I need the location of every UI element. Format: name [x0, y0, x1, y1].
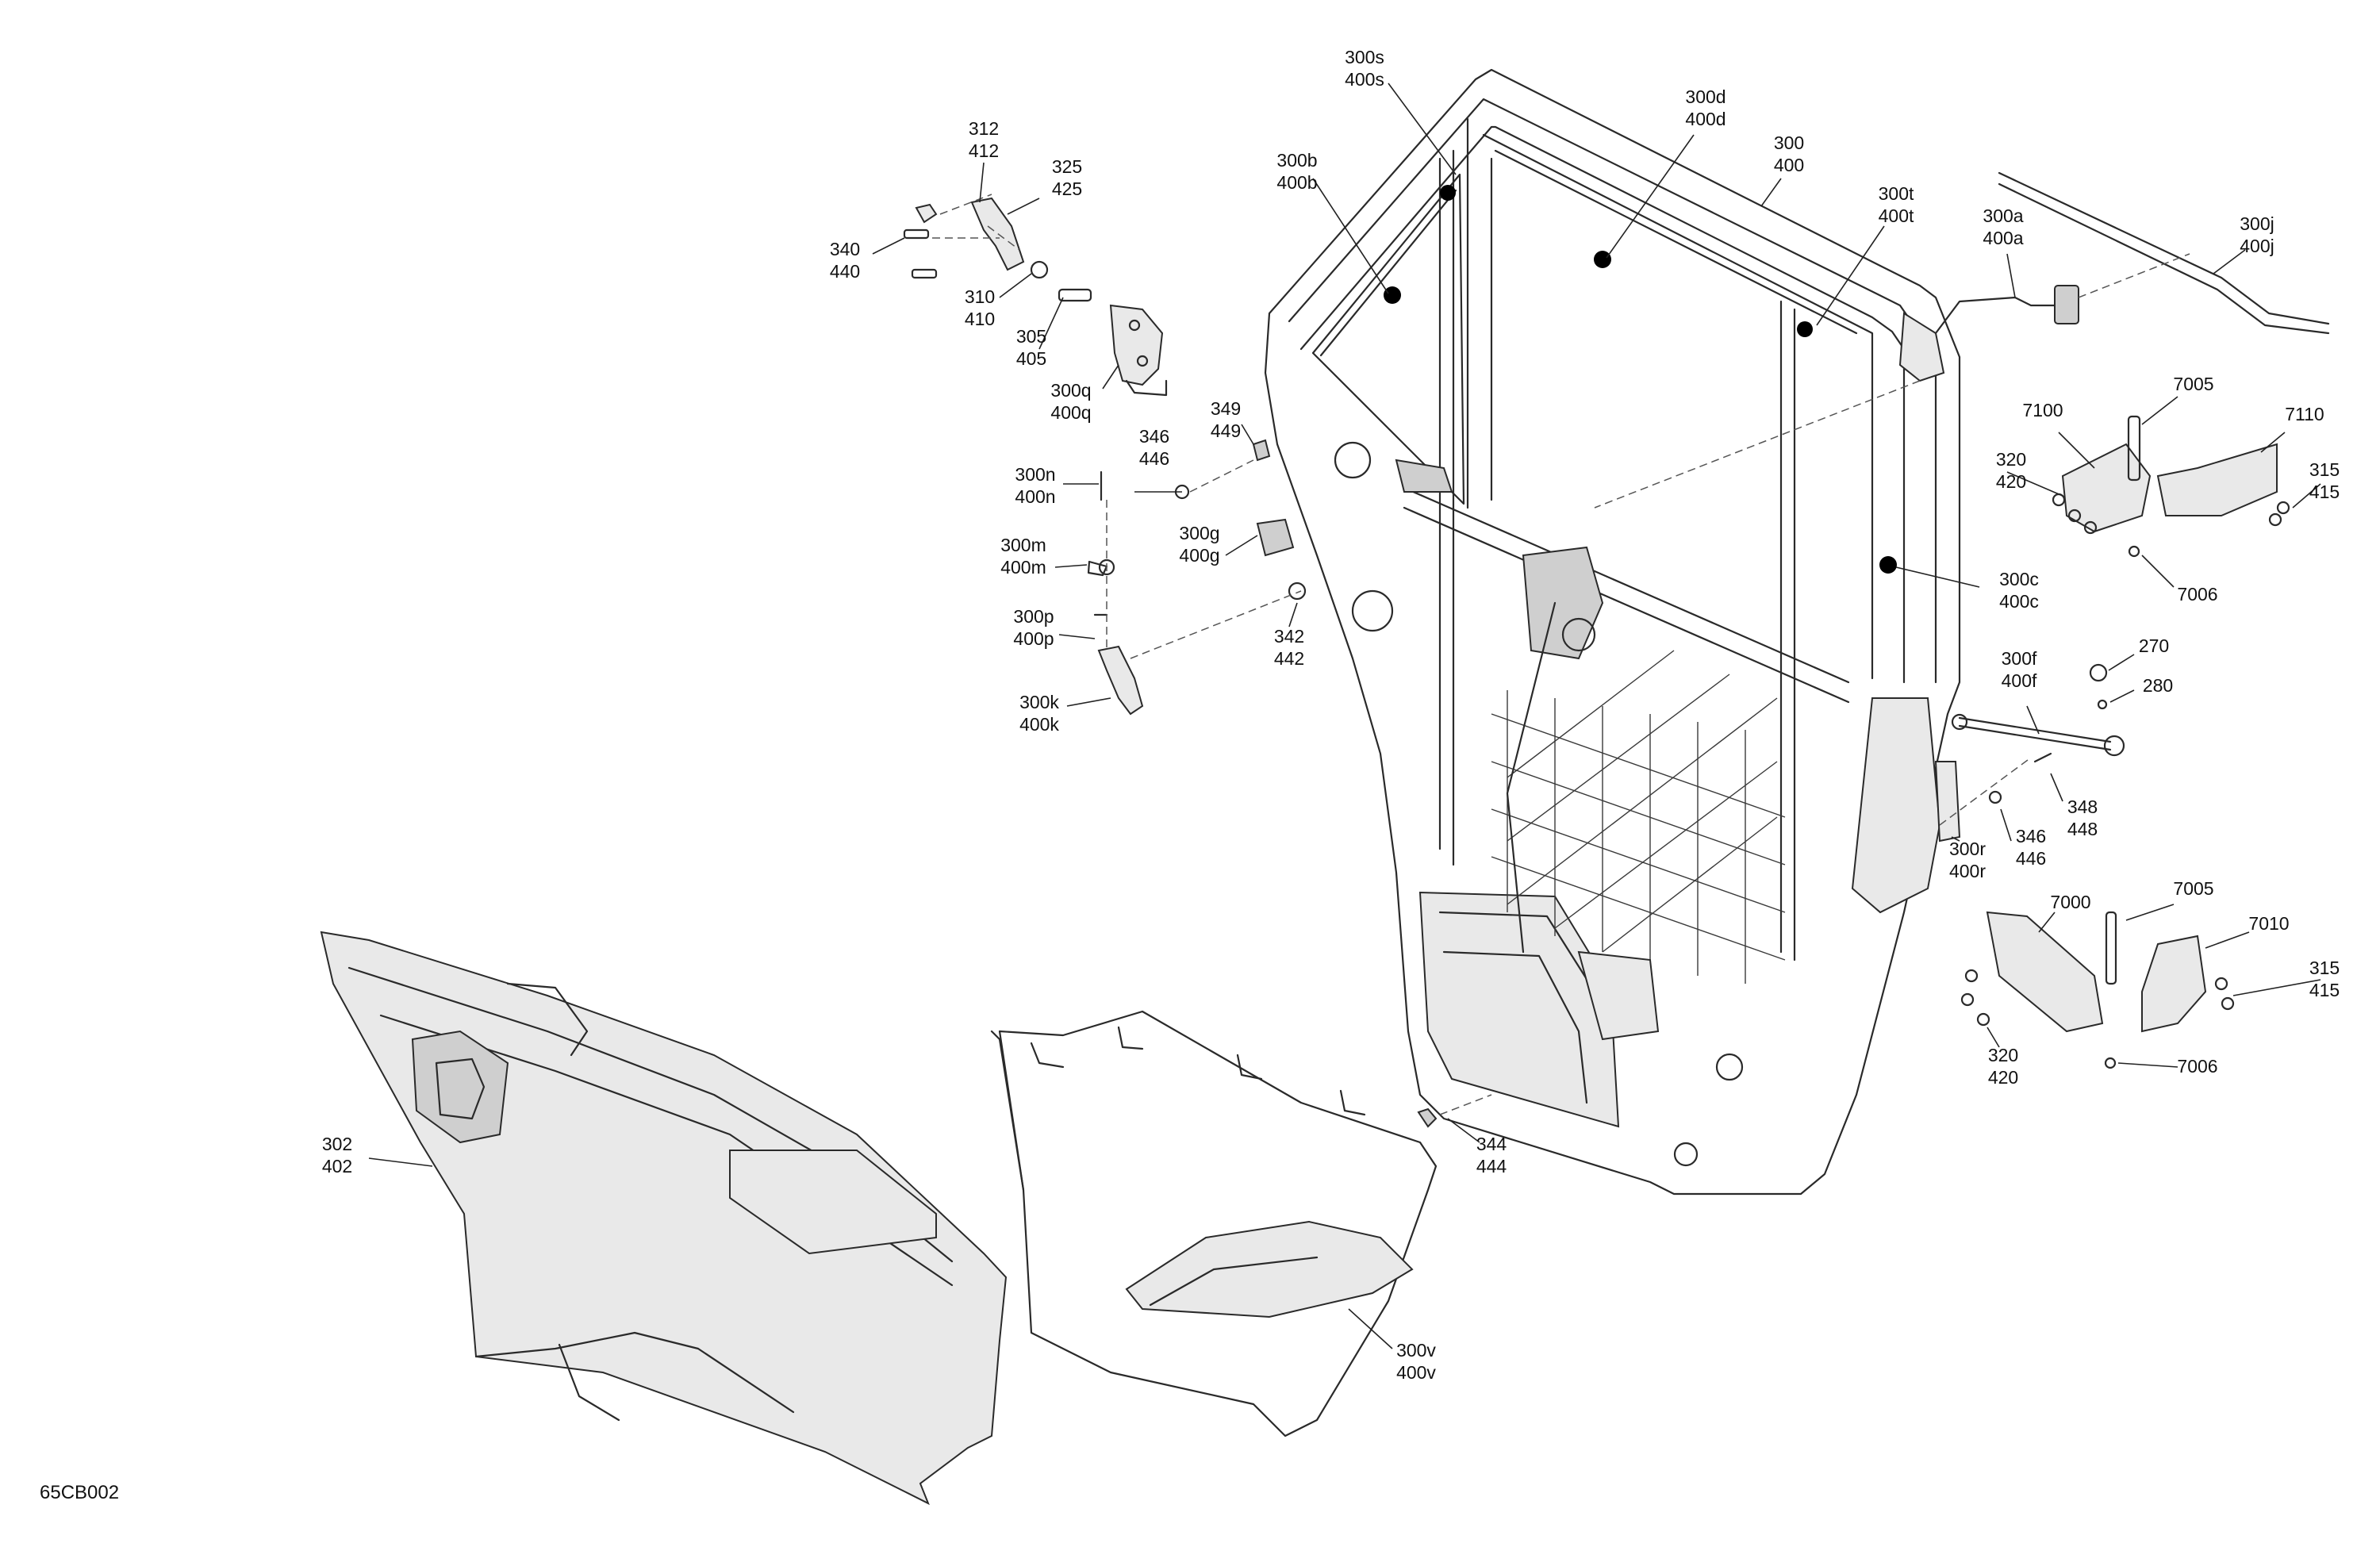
upper-latch-hardware [903, 194, 1168, 397]
drawing-code: 65CB002 [40, 1482, 120, 1503]
wiring-harness [1934, 285, 2079, 335]
door-check-strap [1934, 663, 2125, 843]
callout-7110: 7110 [2285, 404, 2324, 424]
inside-handle-assembly [1087, 439, 1307, 716]
door-trim-panel [320, 931, 1008, 1506]
callout-7000: 7000 [2050, 892, 2090, 912]
leader-lines [368, 83, 2321, 1349]
callout-7005a: 7005 [2173, 374, 2213, 394]
callout-7006b: 7006 [2177, 1056, 2217, 1077]
callout-280: 280 [2143, 675, 2173, 696]
lower-hinge [1960, 911, 2235, 1069]
door-frame [1264, 68, 1961, 1196]
lower-inner-panel [990, 1010, 1492, 1437]
callout-7006a: 7006 [2177, 584, 2217, 605]
door-seal [1998, 171, 2330, 335]
upper-hinge [2052, 415, 2290, 558]
callout-270: 270 [2139, 635, 2169, 656]
callout-7005b: 7005 [2173, 878, 2213, 899]
callout-7100: 7100 [2022, 400, 2063, 420]
callout-7010: 7010 [2248, 913, 2289, 934]
